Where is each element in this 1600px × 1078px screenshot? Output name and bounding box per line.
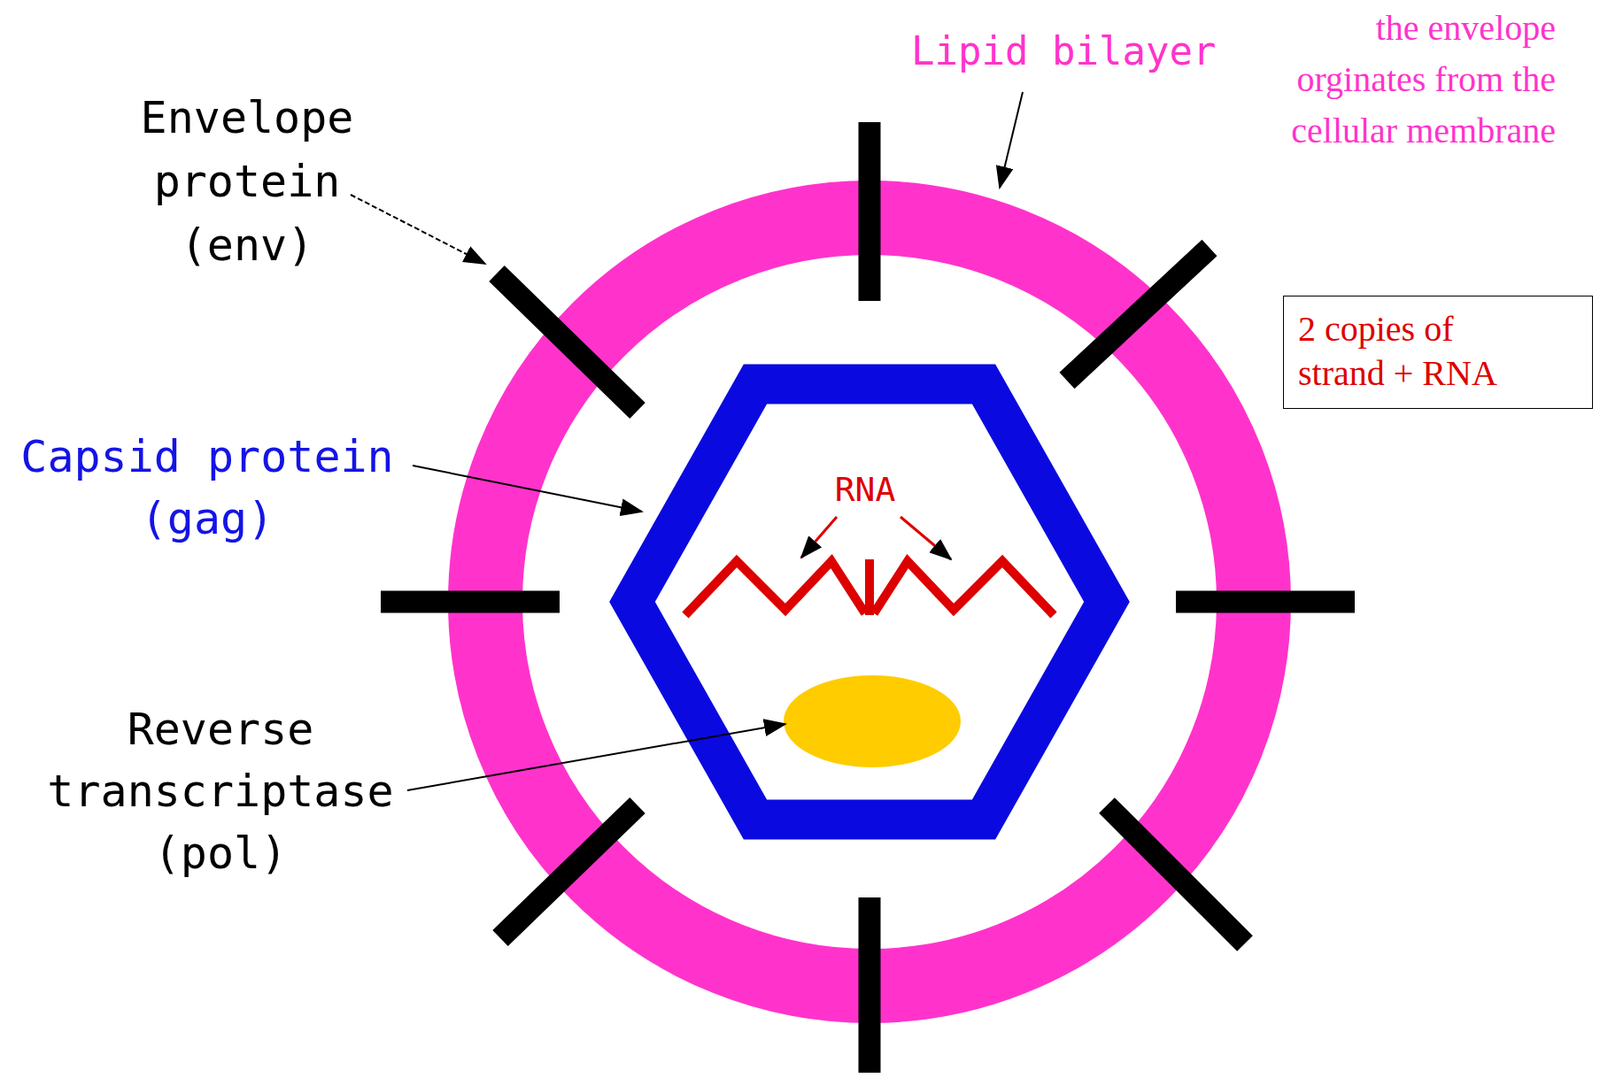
envelope-spike [500,805,638,939]
rna-strand [685,561,866,616]
leader-line [900,517,951,560]
capsid-hexagon [632,384,1107,820]
origin-note: the envelope orginates from the cellular… [1263,2,1556,157]
envelope-spike [1106,805,1245,944]
lipid-bilayer-ring [485,217,1254,987]
envelope-spike [496,273,638,411]
rna-strand [865,559,874,616]
envelope-spike [858,122,882,302]
rna-label: RNA [820,467,910,512]
leader-line [350,194,486,264]
leader-line [407,724,786,791]
capsid-label: Capsid protein (gag) [12,425,402,550]
envelope-label: Envelope protein (env) [114,85,380,278]
rna-strand [873,561,1054,616]
leader-line [801,517,837,558]
enzyme-label: Reverse transcriptase (pol) [34,698,407,885]
leader-line [412,465,642,512]
envelope-spike [1066,247,1210,381]
envelope-spike [858,897,882,1074]
envelope-spikes [380,122,1355,1074]
envelope-spike [380,591,560,614]
envelope-spike [1175,591,1355,614]
leader-lines [350,92,1023,791]
reverse-transcriptase-blob [783,675,961,768]
rna-strands [685,559,1054,616]
note-text: 2 copies of strand + RNA [1298,307,1520,396]
leader-line [999,92,1023,188]
note-box: 2 copies of strand + RNA [1283,295,1593,410]
membrane-label: Lipid bilayer [911,28,1216,75]
